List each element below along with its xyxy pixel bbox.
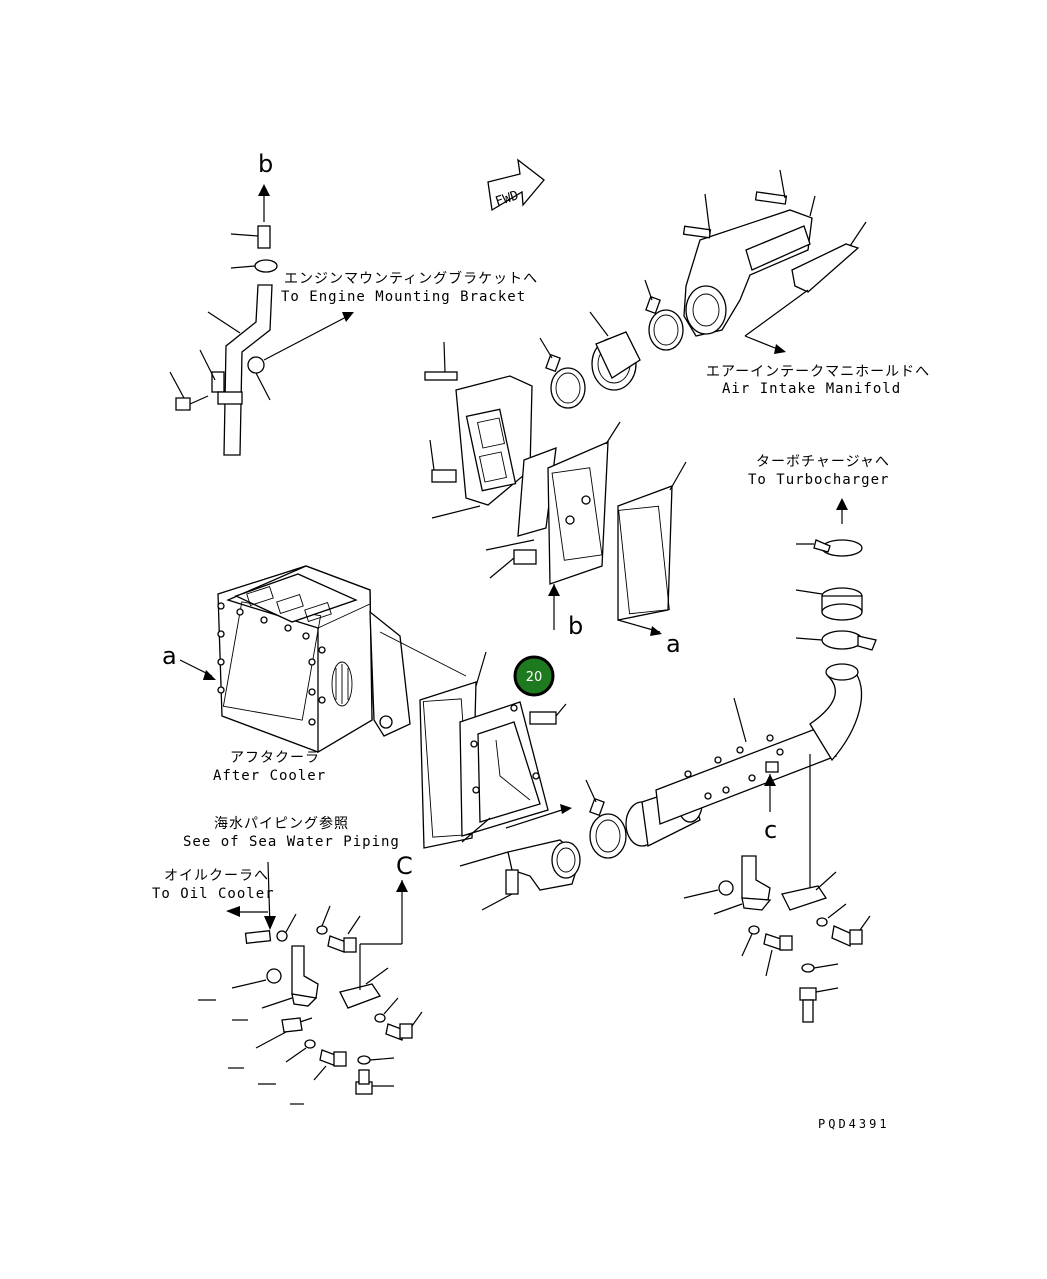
callout-20-number: 20 bbox=[526, 670, 543, 685]
air-intake-label-jp: エアーインテークマニホールドへ bbox=[706, 364, 930, 380]
sea-water-label-jp: 海水パイピング参照 bbox=[214, 815, 349, 832]
right-bracket-group bbox=[683, 855, 871, 1023]
oil-cooler-label-jp: オイルクーラへ bbox=[164, 868, 269, 884]
ref-b-top: b bbox=[258, 150, 273, 178]
engine-mount-label-en: To Engine Mounting Bracket bbox=[281, 289, 526, 305]
drawing-number: PQD4391 bbox=[818, 1117, 890, 1131]
upper-hose-clamps bbox=[539, 279, 684, 409]
callout-20-badge[interactable]: 20 bbox=[513, 655, 555, 697]
turbo-pipe bbox=[625, 663, 863, 892]
after-cooler-label-en: After Cooler bbox=[213, 768, 326, 784]
turbo-clamps bbox=[795, 498, 877, 651]
air-intake-label-en: Air Intake Manifold bbox=[722, 381, 901, 397]
ref-c-pipe: c bbox=[764, 816, 777, 844]
ref-a-right: a bbox=[666, 630, 681, 658]
lower-left-bracket-group bbox=[198, 861, 423, 1105]
fwd-label: FWD bbox=[494, 188, 521, 210]
ref-a-left: a bbox=[162, 642, 177, 670]
engine-mount-label-jp: エンジンマウンティングブラケットへ bbox=[284, 270, 538, 287]
lower-intake-plate bbox=[419, 651, 572, 849]
breather-pipe-assembly: b bbox=[169, 150, 354, 456]
sea-water-label-en: See of Sea Water Piping bbox=[183, 834, 400, 850]
fwd-arrow: FWD bbox=[487, 158, 545, 212]
air-intake-elbow bbox=[682, 169, 867, 354]
ref-b-center: b bbox=[568, 612, 583, 640]
turbo-label-jp: ターボチャージャへ bbox=[756, 454, 890, 470]
after-cooler bbox=[179, 565, 467, 754]
oil-cooler-label-en: To Oil Cooler bbox=[152, 886, 275, 902]
center-duct bbox=[424, 341, 687, 636]
turbo-label-en: To Turbocharger bbox=[748, 472, 889, 488]
lower-elbow bbox=[459, 779, 627, 911]
after-cooler-label-jp: アフタクーラ bbox=[230, 750, 320, 766]
ref-C-lower: C bbox=[396, 852, 413, 880]
